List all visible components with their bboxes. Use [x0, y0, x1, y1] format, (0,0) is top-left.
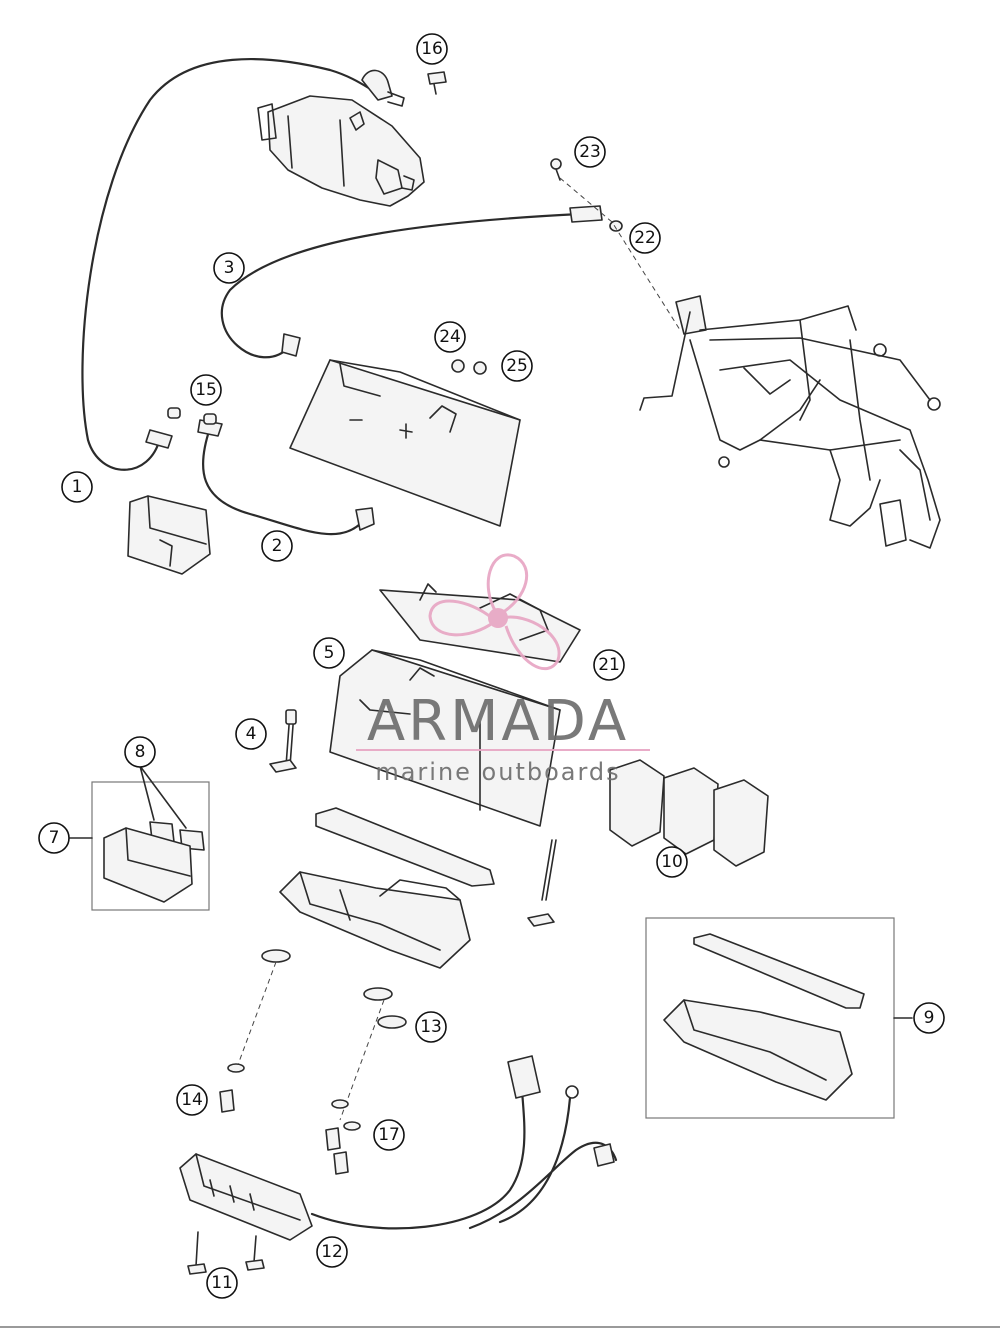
cable-1-boot — [361, 69, 393, 101]
callout-8: 8 — [124, 736, 156, 768]
armada-logo: ARMADA marine outboards — [356, 553, 650, 786]
svg-text:1: 1 — [72, 477, 83, 497]
svg-text:16: 16 — [421, 39, 443, 59]
battery — [289, 359, 521, 527]
callout-24: 24 — [434, 321, 466, 353]
callout-15: 15 — [190, 374, 222, 406]
callout-11: 11 — [206, 1267, 238, 1299]
svg-text:2: 2 — [272, 536, 283, 556]
cable-3-terminal — [569, 205, 603, 223]
bracket-21 — [379, 583, 581, 663]
watermark-tagline: marine outboards — [375, 758, 620, 786]
washer-22 — [609, 220, 623, 232]
svg-text:11: 11 — [211, 1273, 233, 1293]
svg-text:22: 22 — [634, 228, 656, 248]
svg-text:7: 7 — [49, 828, 60, 848]
bolt-16 — [427, 71, 447, 95]
harness-12 — [310, 1088, 618, 1230]
callout-4: 4 — [235, 718, 267, 750]
callout-5: 5 — [313, 637, 345, 669]
callout-22: 22 — [629, 222, 661, 254]
bolts-11 — [187, 1231, 265, 1275]
propeller-icon — [428, 553, 561, 671]
nut-24 — [451, 359, 465, 373]
svg-text:23: 23 — [579, 142, 601, 162]
connector-12 — [507, 1055, 541, 1099]
callout-13: 13 — [415, 1011, 447, 1043]
svg-text:4: 4 — [246, 724, 257, 744]
starter-motor — [257, 95, 425, 207]
rod-4b — [527, 839, 557, 927]
svg-text:14: 14 — [181, 1090, 203, 1110]
callout-16: 16 — [416, 33, 448, 65]
fuse-holder-7 — [103, 827, 193, 903]
svg-text:5: 5 — [324, 643, 335, 663]
cable-1 — [81, 58, 374, 471]
callout-9: 9 — [913, 1002, 945, 1034]
callout-3: 3 — [213, 252, 245, 284]
bolt-14 — [219, 1089, 235, 1113]
bolt-17 — [325, 1127, 349, 1175]
callout-25: 25 — [501, 350, 533, 382]
svg-text:21: 21 — [598, 655, 620, 675]
bottom-rule — [0, 1326, 1000, 1328]
callout-2: 2 — [261, 530, 293, 562]
svg-text:9: 9 — [924, 1008, 935, 1028]
relay-block-top — [127, 495, 211, 575]
svg-text:12: 12 — [321, 1242, 343, 1262]
cable-3 — [220, 212, 582, 359]
callout-14: 14 — [176, 1084, 208, 1116]
relay-10 — [609, 759, 769, 867]
bolt-23 — [550, 158, 562, 181]
battery-5 — [329, 649, 561, 827]
control-unit-12 — [179, 1153, 313, 1241]
callout-23: 23 — [574, 136, 606, 168]
tray-kit-9 — [663, 933, 865, 1101]
battery-tray — [279, 871, 471, 969]
battery-pad — [315, 807, 495, 887]
svg-text:24: 24 — [439, 327, 461, 347]
svg-text:25: 25 — [506, 356, 528, 376]
grommets-13 — [261, 949, 407, 1029]
callout-10: 10 — [656, 846, 688, 878]
svg-text:13: 13 — [420, 1017, 442, 1037]
svg-text:15: 15 — [195, 380, 217, 400]
svg-text:3: 3 — [224, 258, 235, 278]
svg-text:17: 17 — [378, 1125, 400, 1145]
svg-text:8: 8 — [135, 742, 146, 762]
cable-2 — [201, 426, 366, 536]
rod-4 — [269, 709, 297, 773]
nut-25 — [473, 361, 487, 375]
svg-text:10: 10 — [661, 852, 683, 872]
callout-21: 21 — [593, 649, 625, 681]
bolt-15 — [167, 407, 217, 425]
watermark-brand: ARMADA — [367, 689, 629, 754]
callout-12: 12 — [316, 1236, 348, 1268]
callout-17: 17 — [373, 1119, 405, 1151]
callout-7: 7 — [38, 822, 70, 854]
kit-box-7 — [91, 781, 210, 911]
callout-1: 1 — [61, 471, 93, 503]
frame — [639, 295, 941, 549]
cable-1-terminal — [145, 429, 173, 449]
